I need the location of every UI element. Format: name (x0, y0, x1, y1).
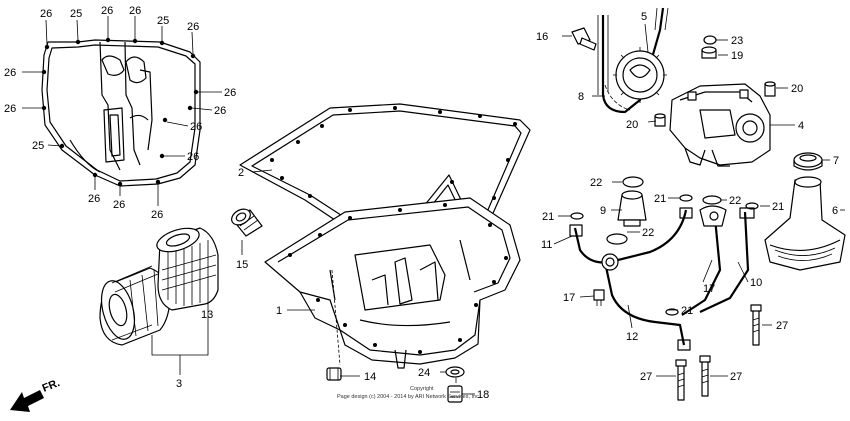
callout-2: 2 (238, 167, 244, 179)
callout-21: 21 (654, 193, 666, 205)
callout-25: 25 (157, 15, 169, 27)
o-ring-21-b (679, 194, 693, 202)
copyright-notice: Copyright Page design (c) 2004 - 2014 by… (337, 386, 481, 400)
callout-25: 25 (32, 140, 44, 152)
callout-26: 26 (4, 67, 16, 79)
copyright-line-2: Page design (c) 2004 - 2014 by ARI Netwo… (337, 394, 481, 400)
callout-27: 27 (730, 371, 742, 383)
callout-20: 20 (626, 119, 638, 131)
callout-26: 26 (187, 21, 199, 33)
oil-filter-element (156, 227, 219, 311)
callout-21: 21 (542, 211, 554, 223)
callout-6: 6 (832, 205, 838, 217)
drain-bolt-14 (326, 367, 342, 381)
copyright-line-1: Copyright (410, 386, 434, 392)
callout-26: 26 (224, 87, 236, 99)
callout-19: 19 (731, 50, 743, 62)
relief-valve-9 (617, 190, 647, 227)
callout-17: 17 (703, 283, 715, 295)
callout-labels: 26 25 26 26 25 26 26 26 26 26 25 26 26 2… (4, 5, 839, 401)
oil-filter-assembly (99, 265, 171, 346)
callout-26: 26 (101, 5, 113, 17)
callout-24: 24 (418, 367, 430, 379)
bolt-27-right (750, 304, 762, 346)
bolt-27-center (699, 355, 711, 397)
oil-strainer (764, 176, 846, 271)
callout-22: 22 (590, 177, 602, 189)
callout-25: 25 (70, 8, 82, 20)
bolt-16 (571, 27, 597, 51)
front-direction-arrow: FR. (10, 377, 62, 412)
callout-26: 26 (4, 103, 16, 115)
drain-bolt-18 (447, 385, 463, 403)
callout-26: 26 (113, 199, 125, 211)
callout-16: 16 (536, 31, 548, 43)
drain-washer-24 (445, 366, 465, 378)
callout-9: 9 (600, 205, 606, 217)
washer-23 (703, 35, 717, 45)
callout-17: 17 (563, 292, 575, 304)
callout-14: 14 (364, 371, 376, 383)
callout-21: 21 (772, 201, 784, 213)
arrow-icon (10, 390, 44, 412)
callout-26: 26 (40, 8, 52, 20)
oil-pump-sprocket (613, 47, 667, 103)
side-cover-gasket (41, 37, 201, 187)
callout-15: 15 (236, 259, 248, 271)
oil-filter-bolt (231, 208, 263, 237)
callout-22: 22 (729, 195, 741, 207)
sprocket-chain-links (604, 84, 631, 111)
callout-26: 26 (187, 151, 199, 163)
callout-5: 5 (641, 11, 647, 23)
callout-12: 12 (626, 331, 638, 343)
callout-10: 10 (750, 277, 762, 289)
callout-7: 7 (833, 155, 839, 167)
o-ring-22-right (702, 195, 722, 205)
dowel-20-upper (764, 81, 776, 97)
callout-20: 20 (791, 83, 803, 95)
collar-19 (701, 46, 717, 59)
leader-lines (22, 16, 845, 395)
callout-1: 1 (276, 305, 282, 317)
o-ring-21-d (665, 308, 679, 316)
callout-3: 3 (176, 378, 182, 390)
callout-21: 21 (681, 305, 693, 317)
bolt-27-left (675, 359, 687, 401)
oil-pipe-10 (681, 205, 755, 316)
callout-27: 27 (776, 320, 788, 332)
callout-26: 26 (190, 121, 202, 133)
callout-26: 26 (88, 193, 100, 205)
seal-7 (793, 152, 823, 171)
callout-22: 22 (642, 227, 654, 239)
callout-11: 11 (541, 239, 552, 251)
callout-18: 18 (477, 389, 489, 401)
dowel-20-lower (654, 113, 666, 127)
callout-26: 26 (151, 209, 163, 221)
front-label: FR. (41, 377, 62, 395)
callout-26: 26 (129, 5, 141, 17)
o-ring-21-a (570, 212, 584, 220)
callout-4: 4 (798, 120, 804, 132)
callout-13: 13 (201, 309, 213, 321)
oil-pipe-12 (601, 253, 691, 351)
callout-8: 8 (578, 91, 584, 103)
oil-pump (669, 83, 771, 167)
o-ring-22-low (606, 233, 628, 245)
callout-26: 26 (214, 105, 226, 117)
callout-23: 23 (731, 35, 743, 47)
callout-27: 27 (640, 371, 652, 383)
bolt-17-left (593, 289, 605, 306)
o-ring-22-top (622, 176, 644, 188)
oil-pan (264, 197, 521, 369)
